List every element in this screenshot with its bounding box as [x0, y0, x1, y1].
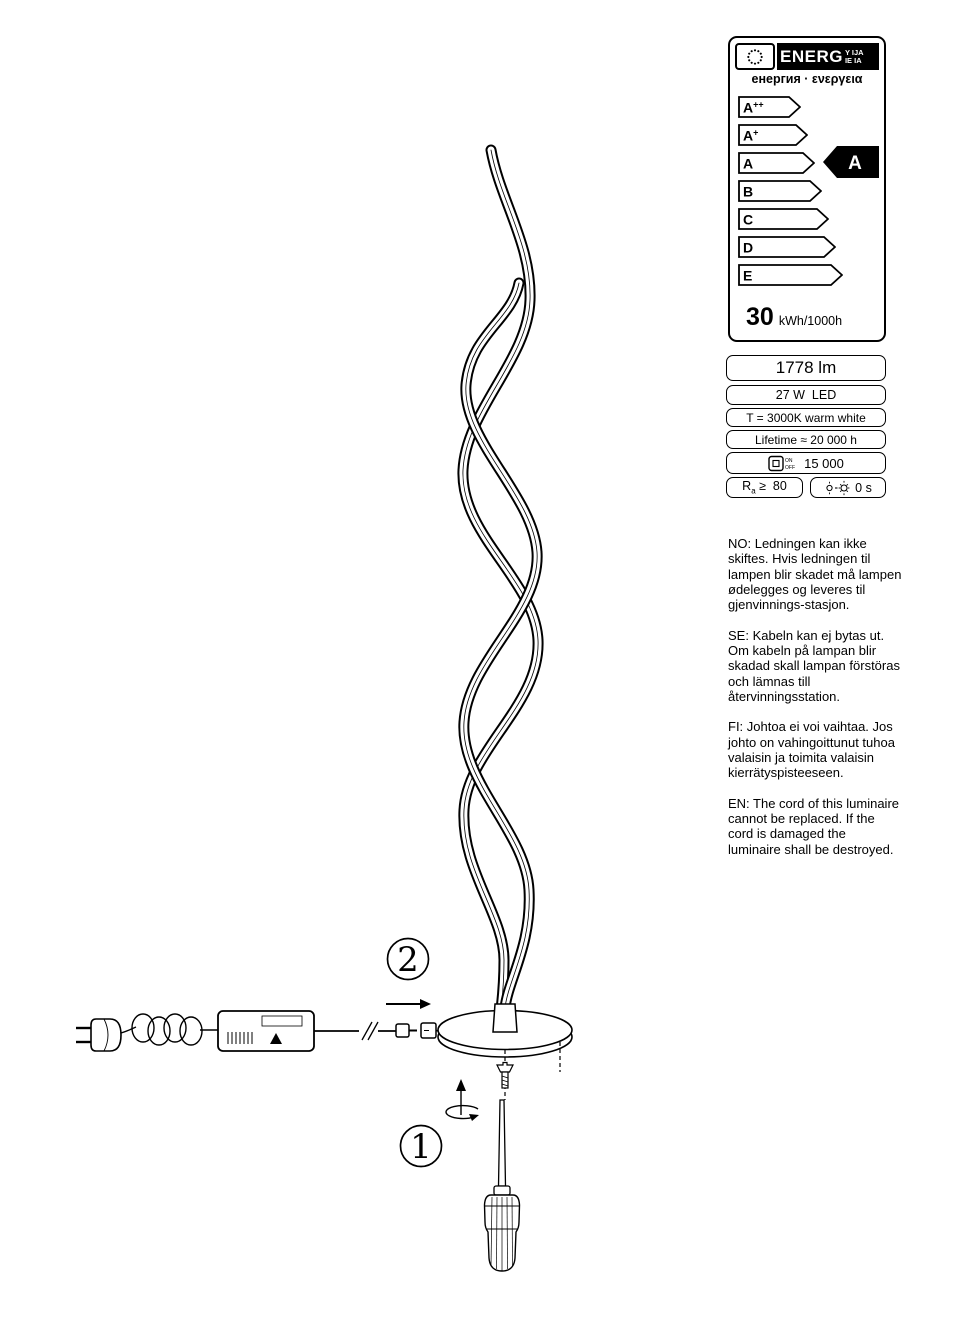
- svg-text:B: B: [743, 184, 753, 200]
- energy-class-row-d: D: [738, 236, 836, 258]
- consumption-unit: kWh/1000h: [778, 314, 843, 328]
- energy-subtitle: енергия · ενεργεια: [751, 72, 863, 86]
- lamp-stem: [492, 1003, 518, 1033]
- energy-rating-arrow: A: [823, 146, 879, 178]
- power-plug-icon: [76, 1018, 122, 1052]
- energy-class-row-c: C: [738, 208, 829, 230]
- spec-color-temperature: T = 3000K warm white: [726, 408, 886, 427]
- screw: [496, 1061, 514, 1089]
- step-2-badge: 2: [386, 937, 430, 981]
- spec-start-time: 0 s: [810, 477, 886, 498]
- energy-class-row-a: A: [738, 152, 815, 174]
- notice-en: EN: The cord of this luminaire cannot be…: [728, 795, 899, 857]
- energy-word: ENERG: [780, 46, 843, 66]
- instant-light-icon: [826, 480, 850, 495]
- power-value: 27 W LED: [775, 388, 837, 402]
- svg-text:A: A: [848, 153, 862, 174]
- output-wire: [314, 1021, 396, 1041]
- svg-text:A+: A+: [743, 128, 758, 144]
- spec-switching-cycles: ON OFF 15 000: [726, 452, 886, 474]
- notice-fi: FI: Johtoa ei voi vaihtaa. Jos johto on …: [728, 719, 895, 781]
- energy-class-scale: A++ A+ A B C D: [738, 96, 843, 286]
- energy-label: ENERG Y IJA IE IA енергия · ενεργεια A++…: [728, 36, 886, 342]
- cord-replacement-notices: NO: Ledningen kan ikke skiftes. Hvis led…: [728, 536, 902, 872]
- spec-luminous-flux: 1778 lm: [726, 355, 886, 381]
- energy-class-row-e: E: [738, 264, 843, 286]
- rotation-arrow-icon: [445, 1079, 479, 1121]
- energy-suffix-top: Y IJA: [844, 47, 864, 57]
- consumption-value: 30: [746, 303, 774, 331]
- energy-label-header: ENERG Y IJA IE IA: [735, 43, 879, 70]
- lifetime-value: Lifetime ≈ 20 000 h: [755, 432, 857, 447]
- on-off-switch-icon: ON OFF: [768, 455, 795, 471]
- color-temperature-value: T = 3000K warm white: [746, 410, 866, 425]
- svg-text:A++: A++: [743, 100, 764, 116]
- connector-male: [395, 1023, 417, 1038]
- energy-class-row-a-plus: A+: [738, 124, 808, 146]
- spec-lifetime: Lifetime ≈ 20 000 h: [726, 430, 886, 449]
- notice-se: SE: Kabeln kan ej bytas ut. Om kabeln på…: [728, 627, 900, 704]
- switching-cycles-value: 15 000: [804, 455, 844, 471]
- step-2-number: 2: [397, 940, 419, 980]
- cord-coil: [120, 1013, 218, 1046]
- step-1-badge: 1: [399, 1124, 443, 1168]
- svg-text:OFF: OFF: [785, 465, 795, 471]
- energy-class-row-b: B: [738, 180, 822, 202]
- cri-value: Ra ≥ 80: [742, 479, 787, 496]
- energy-class-row-a-plus-plus: A++: [738, 96, 801, 118]
- start-time-value: 0 s: [855, 480, 872, 495]
- energy-suffix-bottom: IE IA: [844, 55, 862, 65]
- spec-cri: Ra ≥ 80: [726, 477, 803, 498]
- step-1-number: 1: [410, 1127, 432, 1167]
- eu-flag-icon: [735, 43, 775, 70]
- svg-text:C: C: [743, 212, 753, 228]
- svg-text:A: A: [743, 156, 753, 172]
- svg-text:D: D: [743, 240, 753, 256]
- eu-stars-icon: [747, 48, 763, 65]
- screwdriver: [483, 1099, 521, 1272]
- svg-text:E: E: [743, 268, 752, 284]
- svg-text:ON: ON: [785, 458, 793, 464]
- luminous-flux-value: 1778 lm: [775, 358, 837, 377]
- power-adapter: [217, 1010, 315, 1052]
- lamp-spiral: [457, 144, 544, 1016]
- energy-word-suffixes: Y IJA IE IA: [844, 47, 864, 65]
- energy-consumption: 30 kWh/1000h: [746, 303, 842, 332]
- direction-arrow-icon: [386, 999, 431, 1009]
- notice-no: NO: Ledningen kan ikke skiftes. Hvis led…: [728, 536, 902, 613]
- spec-power: 27 W LED: [726, 385, 886, 405]
- energy-word-bar: ENERG Y IJA IE IA: [777, 43, 879, 70]
